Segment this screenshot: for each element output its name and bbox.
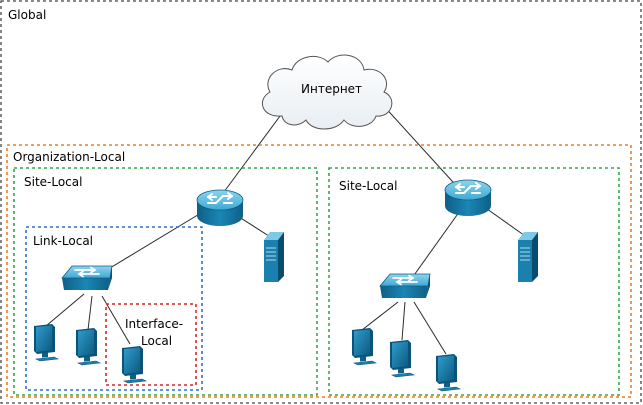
monitor-icon — [351, 327, 377, 366]
router-icon-right — [444, 179, 492, 217]
cloud-label: Интернет — [301, 82, 362, 96]
label-site-right: Site-Local — [339, 179, 397, 193]
zone-site-right — [328, 167, 620, 396]
monitor-icon — [435, 353, 461, 392]
monitor-icon — [33, 323, 59, 362]
switch-icon-left — [61, 265, 113, 291]
label-global: Global — [8, 8, 46, 22]
monitor-icon — [389, 339, 415, 378]
zone-interface — [105, 303, 197, 386]
label-link: Link-Local — [33, 234, 93, 248]
zone-organization — [6, 144, 632, 398]
cloud-icon — [261, 54, 393, 130]
monitor-icon — [121, 345, 147, 384]
zone-site-left — [13, 167, 318, 396]
label-organization: Organization-Local — [13, 150, 125, 164]
label-interface-line2: Local — [141, 334, 172, 348]
switch-icon-right — [379, 273, 431, 299]
label-site-left: Site-Local — [24, 175, 82, 189]
connection-lines — [45, 103, 529, 355]
monitor-icon — [75, 327, 101, 366]
server-icon-left — [263, 231, 285, 283]
label-interface-line1: Interface- — [125, 317, 183, 331]
server-icon-right — [517, 231, 539, 283]
router-icon-left — [196, 189, 244, 227]
zone-link — [25, 226, 203, 391]
